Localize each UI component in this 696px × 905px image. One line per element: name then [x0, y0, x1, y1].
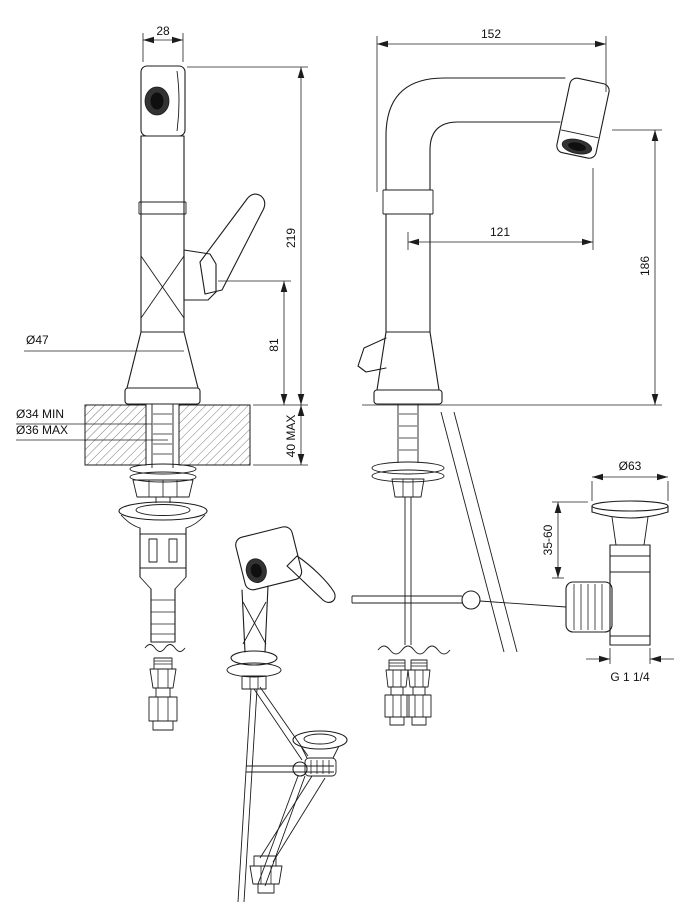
- under-deck-side: [351, 404, 567, 655]
- dim-label-186: 186: [638, 256, 652, 276]
- dim-front-height: 219: [187, 66, 308, 406]
- supply-fitting-front: [148, 657, 178, 731]
- dim-label-81: 81: [267, 338, 281, 352]
- pivot-nut-detail: [565, 581, 613, 633]
- handle-side: [357, 337, 387, 373]
- dim-label-d36max: Ø36 MAX: [16, 423, 68, 437]
- dim-waste-thread: G 1 1/4: [586, 648, 674, 684]
- dim-label-d47: Ø47: [26, 333, 49, 347]
- dim-waste-flange: Ø63: [591, 459, 669, 501]
- pivot-ball-perspective: [292, 761, 308, 777]
- dim-front-width: 28: [142, 24, 184, 62]
- break-line: [144, 644, 186, 652]
- dim-label-121: 121: [490, 225, 510, 239]
- dim-waste-adjust: 35-60: [541, 501, 588, 579]
- label-base-diameter: Ø47: [24, 333, 184, 352]
- linkage-perspective: [237, 686, 334, 903]
- dim-side-projection: 121: [407, 168, 594, 250]
- faucet-body-front: [138, 135, 187, 333]
- dim-label-152: 152: [481, 27, 501, 41]
- dim-label-thread: G 1 1/4: [610, 670, 650, 684]
- waste-perspective: [259, 730, 348, 863]
- waste-flange-front: [118, 501, 208, 521]
- dim-side-height: 186: [612, 129, 662, 405]
- dim-side-depth: 152: [376, 27, 607, 192]
- pivot-link: [479, 600, 567, 608]
- overflow-slot: [168, 538, 178, 563]
- faucet-body-side: [357, 77, 566, 405]
- spout-tip-side: [556, 77, 610, 159]
- dim-label-219: 219: [284, 228, 298, 248]
- dim-deck-thickness: 40 MAX: [253, 405, 308, 466]
- dim-label-d34min: Ø34 MIN: [16, 407, 64, 421]
- perspective-view: [226, 526, 348, 903]
- label-hole-max: Ø36 MAX: [16, 423, 168, 441]
- hose-line: [440, 411, 505, 653]
- waste-flange-detail: [591, 500, 669, 546]
- label-hole-min: Ø34 MIN: [16, 407, 152, 425]
- deck-hatch-left: [84, 404, 147, 466]
- base-front: [124, 331, 201, 405]
- dim-label-3560: 35-60: [541, 524, 555, 555]
- dim-front-body: 81: [218, 280, 291, 405]
- waste-body-detail: [565, 544, 651, 646]
- front-view: 28 219 81 40 MAX Ø47 Ø34 MIN Ø36 MAX: [16, 24, 308, 731]
- handle-front: [183, 193, 266, 301]
- fitting-perspective: [249, 855, 283, 894]
- deck-hatch-right: [178, 404, 251, 466]
- overflow-slot: [148, 538, 158, 563]
- waste-valve-detail: Ø63 35-60 G 1 1/4: [541, 459, 674, 684]
- handle-perspective: [286, 555, 336, 603]
- hose-line: [453, 411, 518, 653]
- dim-label-28: 28: [156, 24, 170, 38]
- pivot-ball: [461, 590, 481, 610]
- dim-label-d63: Ø63: [619, 459, 642, 473]
- side-view: 152 121 186: [351, 27, 662, 726]
- dim-label-40max: 40 MAX: [284, 415, 298, 458]
- supply-fittings-side: [384, 659, 432, 726]
- break-line: [377, 645, 451, 655]
- body-perspective: [226, 585, 282, 690]
- spout-head-perspective: [235, 526, 303, 591]
- waste-assembly-front: [118, 463, 208, 652]
- deck-section: [84, 404, 251, 468]
- spout-head-front: [140, 65, 186, 137]
